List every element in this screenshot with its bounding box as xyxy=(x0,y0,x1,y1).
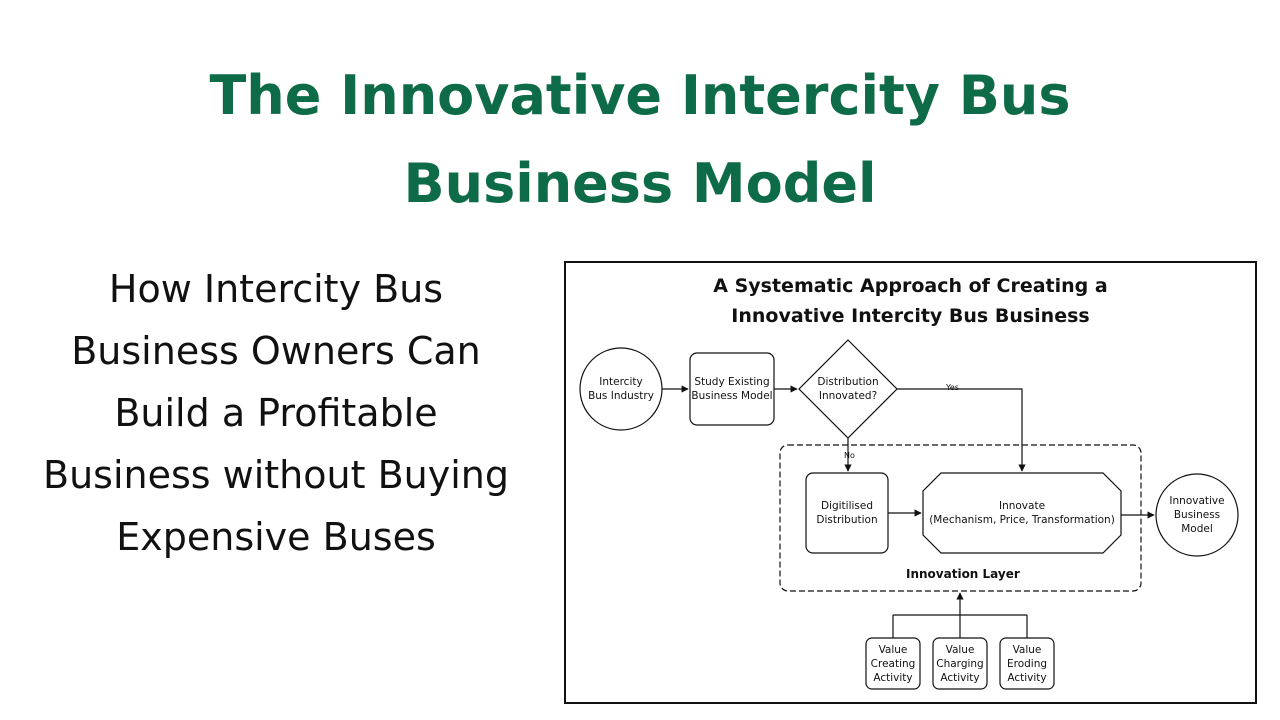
subtitle-line-2: Business Owners Can xyxy=(71,329,481,373)
edge-label-no: No xyxy=(844,451,855,460)
label-innovative-business-model: Innovative Business Model xyxy=(1169,495,1225,535)
flowchart-diagram: A Systematic Approach of Creating a Inno… xyxy=(564,261,1257,704)
subtitle-line-5: Expensive Buses xyxy=(116,515,436,559)
node-innovative-business-model xyxy=(1155,473,1239,557)
diagram-title-line-1: A Systematic Approach of Creating a xyxy=(713,275,1108,297)
label-intercity-bus-industry: Intercity Bus Industry xyxy=(588,376,654,402)
label-value-eroding-activity: Value Eroding Activity xyxy=(1006,643,1048,684)
node-innovate xyxy=(922,472,1122,554)
page-title-line-1: The Innovative Intercity Bus xyxy=(209,64,1071,127)
innovation-layer-label: Innovation Layer xyxy=(906,567,1020,581)
label-innovate: Innovate (Mechanism, Price, Transformati… xyxy=(929,500,1115,526)
label-value-creating-activity: Value Creating Activity xyxy=(870,643,916,684)
page-title: The Innovative Intercity Bus Business Mo… xyxy=(0,52,1280,228)
label-digitilised-distribution: Digitilised Distribution xyxy=(816,500,878,526)
label-value-charging-activity: Value Charging Activity xyxy=(936,643,984,684)
edge-label-yes: Yes xyxy=(946,383,959,392)
subtitle-line-4: Business without Buying xyxy=(43,453,509,497)
label-study-existing-business-model: Study Existing Business Model xyxy=(691,376,773,402)
subtitle-line-3: Build a Profitable xyxy=(114,391,438,435)
edge-decision-yes-to-innovate xyxy=(897,388,1026,472)
diagram-title-line-2: Innovative Intercity Bus Business xyxy=(731,305,1090,327)
label-distribution-innovated: Distribution Innovated? xyxy=(817,376,879,402)
subtitle-line-1: How Intercity Bus xyxy=(108,267,444,311)
flowchart-shapes xyxy=(579,339,1239,690)
page-title-line-2: Business Model xyxy=(403,152,877,215)
subtitle: How Intercity Bus Business Owners Can Bu… xyxy=(10,258,542,568)
innovation-layer-boundary xyxy=(779,444,1142,592)
